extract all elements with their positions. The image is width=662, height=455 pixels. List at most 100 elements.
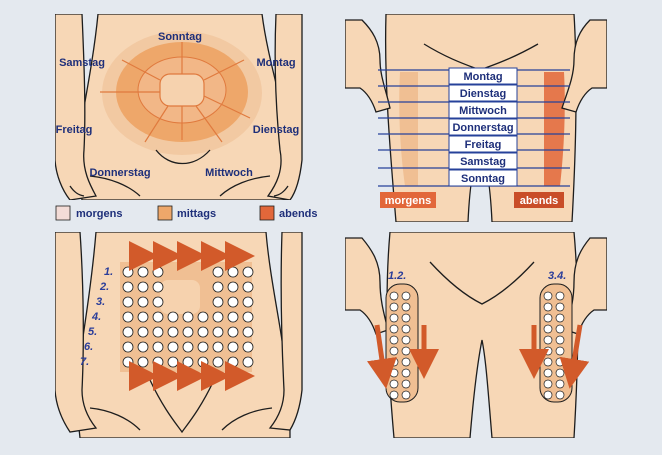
- abdomen-rotation-panel: [55, 14, 303, 200]
- thigh-arrows: [367, 324, 590, 389]
- injection-point: [401, 346, 411, 356]
- thigh-day-boxes: Montag Dienstag Mittwoch Donnerstag Frei…: [448, 67, 518, 187]
- injection-point: [401, 390, 411, 400]
- legend-abends-label: abends: [279, 208, 318, 220]
- injection-point: [227, 326, 239, 338]
- injection-point: [543, 291, 553, 301]
- injection-point: [167, 311, 179, 323]
- tag-abends: abends: [520, 195, 559, 207]
- injection-point: [242, 296, 254, 308]
- injection-point: [122, 341, 134, 353]
- injection-point: [401, 302, 411, 312]
- injection-point: [212, 266, 224, 278]
- row-donnerstag: Donnerstag: [452, 122, 513, 134]
- injection-point: [543, 390, 553, 400]
- injection-point: [167, 356, 179, 368]
- row-number-7: 7.: [80, 356, 89, 368]
- legend-morgens-label: morgens: [76, 208, 122, 220]
- injection-point: [401, 313, 411, 323]
- label-donnerstag: Donnerstag: [89, 167, 150, 179]
- injection-point: [212, 311, 224, 323]
- injection-point: [227, 266, 239, 278]
- injection-point: [137, 326, 149, 338]
- label-mittwoch: Mittwoch: [205, 167, 253, 179]
- injection-point: [389, 302, 399, 312]
- injection-point: [122, 356, 134, 368]
- injection-point: [227, 296, 239, 308]
- injection-point: [543, 313, 553, 323]
- abdomen-day-labels: Sonntag Montag Dienstag Mittwoch Donners…: [56, 31, 300, 179]
- injection-point: [543, 302, 553, 312]
- injection-point: [197, 341, 209, 353]
- legend-mittags-label: mittags: [177, 208, 216, 220]
- injection-point: [137, 356, 149, 368]
- row-number-6: 6.: [84, 341, 93, 353]
- injection-point: [212, 326, 224, 338]
- injection-point: [389, 335, 399, 345]
- injection-point: [555, 335, 565, 345]
- row-number-4: 4.: [91, 311, 101, 323]
- injection-point: [137, 296, 149, 308]
- thigh-label-left: 1.2.: [388, 270, 406, 282]
- injection-point: [152, 281, 164, 293]
- thigh-label-right: 3.4.: [548, 270, 566, 282]
- injection-point: [197, 326, 209, 338]
- thigh-grid-panel: [345, 232, 607, 438]
- injection-point: [227, 281, 239, 293]
- row-freitag: Freitag: [465, 139, 502, 151]
- row-mittwoch: Mittwoch: [459, 105, 507, 117]
- injection-point: [182, 341, 194, 353]
- injection-point: [555, 302, 565, 312]
- injection-point: [227, 356, 239, 368]
- thigh-time-tags: morgens abends: [380, 192, 564, 208]
- injection-point: [401, 335, 411, 345]
- injection-point: [212, 281, 224, 293]
- injection-point: [212, 341, 224, 353]
- injection-point: [543, 324, 553, 334]
- row-number-5: 5.: [88, 326, 97, 338]
- injection-point: [389, 357, 399, 367]
- thigh-injection-dots: [389, 291, 565, 400]
- injection-point: [137, 281, 149, 293]
- injection-point: [555, 390, 565, 400]
- injection-point: [227, 341, 239, 353]
- injection-point: [555, 313, 565, 323]
- row-numbers: 1. 2. 3. 4. 5. 6. 7.: [80, 266, 113, 368]
- injection-point: [242, 311, 254, 323]
- row-montag: Montag: [463, 71, 502, 83]
- injection-point: [182, 326, 194, 338]
- injection-point: [543, 379, 553, 389]
- injection-point: [137, 311, 149, 323]
- injection-point: [389, 313, 399, 323]
- injection-point: [555, 324, 565, 334]
- legend-mittags-swatch: [157, 205, 173, 221]
- injection-point: [152, 356, 164, 368]
- injection-point: [555, 291, 565, 301]
- injection-point: [152, 326, 164, 338]
- abdomen-grid-panel: [55, 232, 303, 438]
- injection-point: [227, 311, 239, 323]
- injection-point: [401, 368, 411, 378]
- row-sonntag: Sonntag: [461, 173, 505, 185]
- navel-zone: [159, 73, 205, 107]
- injection-point: [152, 296, 164, 308]
- injection-point: [167, 326, 179, 338]
- label-sonntag: Sonntag: [158, 31, 202, 43]
- tag-morgens: morgens: [385, 195, 431, 207]
- row-number-1: 1.: [104, 266, 113, 278]
- injection-point: [152, 311, 164, 323]
- injection-point: [122, 296, 134, 308]
- zone-spokes: [100, 42, 251, 143]
- injection-point: [401, 291, 411, 301]
- injection-point: [122, 311, 134, 323]
- label-dienstag: Dienstag: [253, 124, 299, 136]
- injection-point: [543, 357, 553, 367]
- injection-point: [212, 296, 224, 308]
- label-samstag: Samstag: [59, 57, 105, 69]
- injection-point: [389, 379, 399, 389]
- injection-point: [401, 379, 411, 389]
- injection-point: [555, 379, 565, 389]
- injection-point: [242, 281, 254, 293]
- injection-point: [182, 356, 194, 368]
- injection-point: [389, 368, 399, 378]
